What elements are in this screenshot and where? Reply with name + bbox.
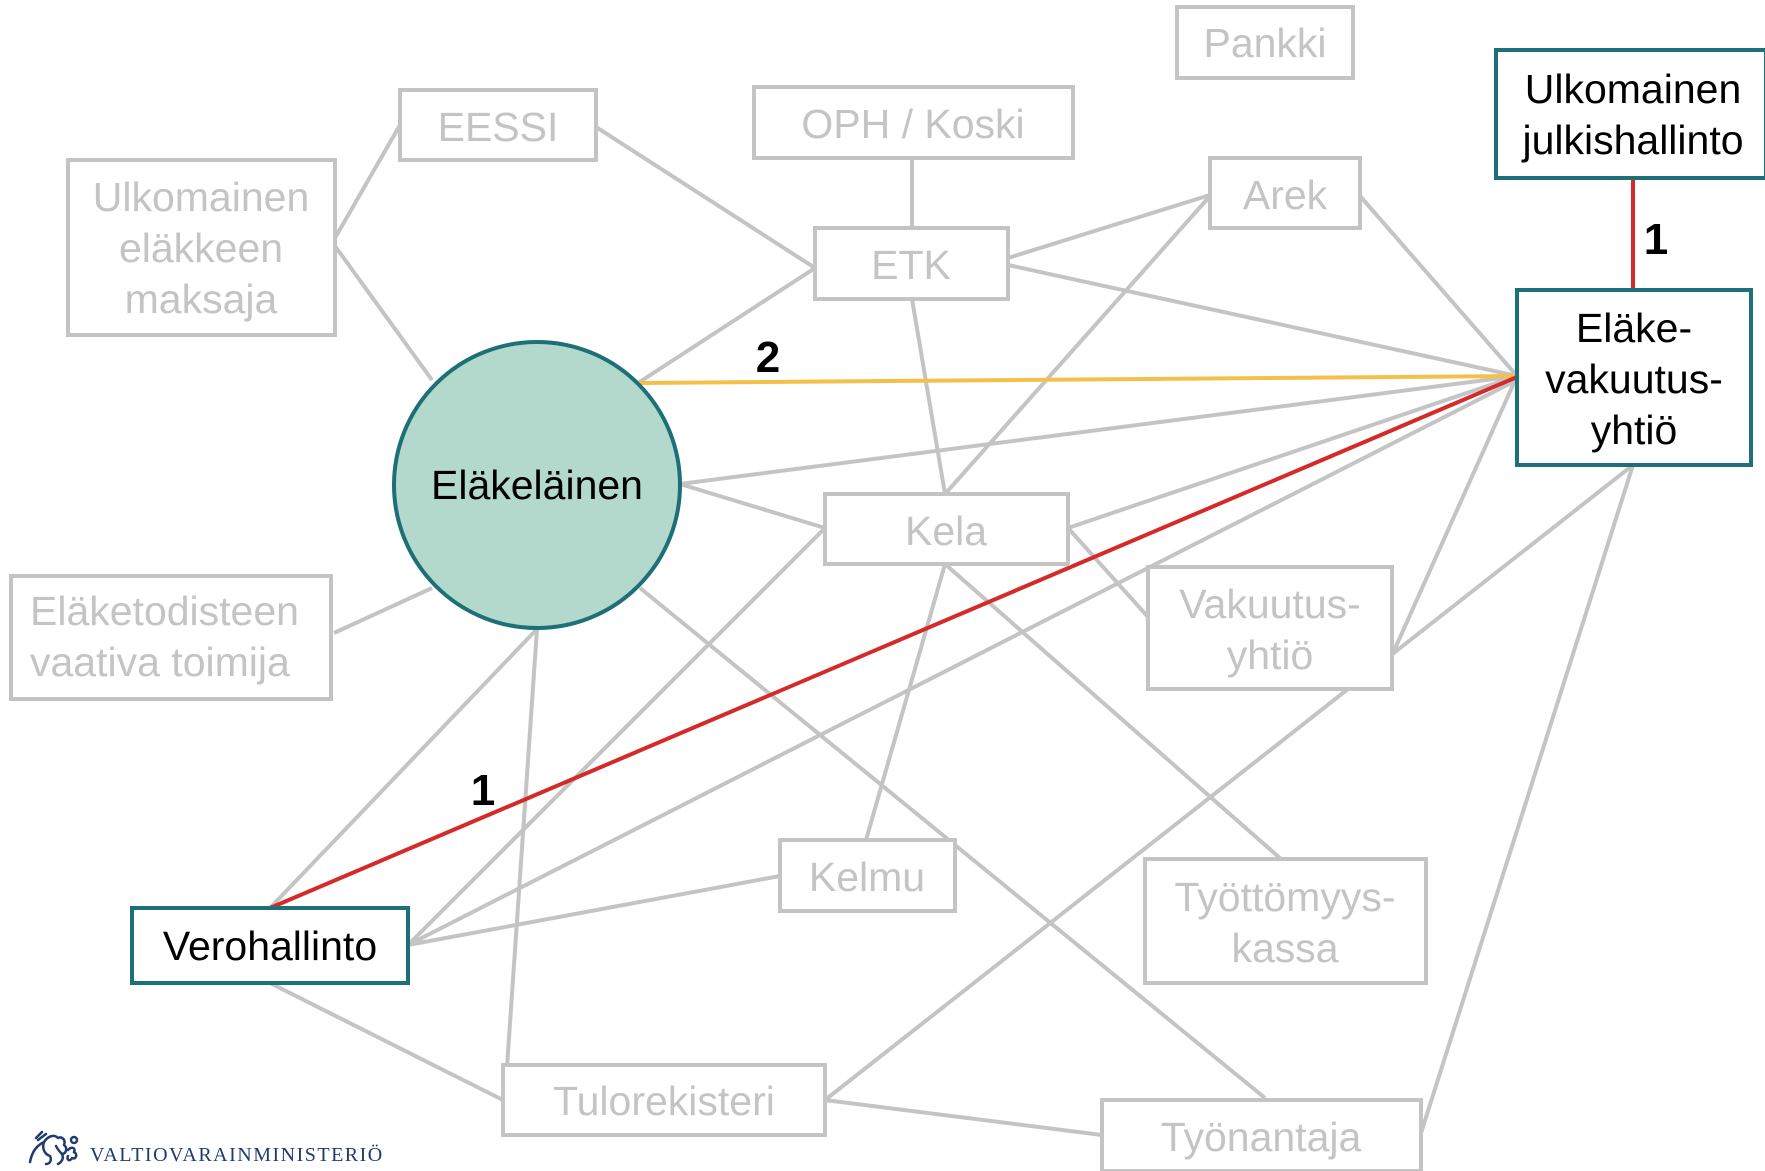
connection-line [1067, 374, 1518, 530]
connection-line [1066, 526, 1150, 619]
node-verohallinto: Verohallinto [130, 906, 410, 985]
connection-line [268, 627, 539, 910]
connection-line [1419, 464, 1635, 1134]
node-label: Verohallinto [163, 923, 377, 969]
connection-line [910, 298, 947, 495]
node-label-line-1: Ulkomainen [93, 174, 310, 220]
connection-line [679, 482, 826, 530]
node-label-line-1: Eläke- [1576, 305, 1692, 351]
node-label-line-2: yhtiö [1227, 632, 1314, 678]
node-label-line-3: maksaja [125, 276, 278, 322]
highlight-line-pensioner-insurer [637, 374, 1518, 385]
node-label-line-1: Ulkomainen [1525, 66, 1742, 112]
connection-line [1007, 263, 1518, 378]
node-label: Arek [1243, 172, 1328, 218]
node-label-line-2: vaativa toimija [30, 639, 290, 685]
node-kela: Kela [823, 492, 1070, 566]
node-label: Kelmu [809, 854, 925, 900]
node-tulorekisteri: Tulorekisteri [501, 1063, 827, 1137]
connection-number-label: 1 [471, 766, 495, 815]
node-label: Kela [905, 508, 987, 554]
node-etk: ETK [813, 226, 1010, 301]
node-label: Työnantaja [1161, 1114, 1362, 1160]
node-pankki: Pankki [1175, 5, 1355, 80]
connection-line [333, 586, 433, 635]
node-label: EESSI [438, 104, 559, 150]
node-label-line-1: Vakuutus- [1179, 581, 1361, 627]
connection-line [1358, 194, 1519, 378]
node-label-line-2: eläkkeen [119, 225, 283, 271]
node-eessi: EESSI [398, 88, 598, 162]
connection-line [864, 563, 947, 841]
node-label: ETK [871, 242, 951, 288]
connection-line [407, 874, 781, 947]
ministry-logo: VALTIOVARAINMINISTERIÖ [22, 1128, 384, 1168]
lion-crest-icon [28, 1130, 79, 1166]
node-tyonantaja: Työnantaja [1100, 1098, 1423, 1171]
connection-line [823, 463, 1635, 1102]
connection-line [943, 562, 1283, 861]
node-oph-koski: OPH / Koski [752, 85, 1075, 160]
connection-line [406, 526, 827, 947]
node-label-line-2: vakuutus- [1545, 356, 1723, 402]
node-label-line-2: kassa [1231, 925, 1338, 971]
ministry-name: VALTIOVARAINMINISTERIÖ [90, 1143, 384, 1166]
connection-line [1387, 375, 1519, 663]
node-label: Tulorekisteri [553, 1078, 775, 1124]
connection-line [333, 124, 402, 239]
connection-line [594, 125, 817, 270]
connection-number-label: 2 [756, 333, 780, 382]
node-vakuutusyhtio: Vakuutus- yhtiö [1146, 565, 1394, 691]
connection-line [1007, 193, 1211, 260]
node-label-line-1: Eläketodisteen [30, 588, 299, 634]
connection-line [407, 378, 1518, 947]
node-label: OPH / Koski [801, 101, 1024, 147]
connection-line [679, 374, 1518, 486]
node-kelmu: Kelmu [778, 838, 957, 913]
node-tyottomyyskassa: Työttömyys- kassa [1143, 857, 1428, 985]
node-label: Eläkeläinen [431, 462, 643, 508]
connection-line [505, 628, 539, 1068]
highlight-line-tax-insurer [269, 375, 1518, 910]
node-label-line-2: julkishallinto [1521, 117, 1743, 163]
node-label: Pankki [1203, 20, 1326, 66]
connection-line [636, 266, 817, 385]
node-arek: Arek [1208, 156, 1362, 230]
node-label-line-3: yhtiö [1591, 407, 1678, 453]
node-ulkomainen-julkishallinto: Ulkomainen julkishallinto [1494, 48, 1765, 180]
node-elakelainen: Eläkeläinen [392, 340, 682, 630]
node-elakevakuutusyhtio: Eläke- vakuutus- yhtiö [1515, 288, 1753, 467]
node-elaketodisteen-vaativa-toimija: Eläketodisteen vaativa toimija [9, 574, 333, 701]
node-ulkomainen-elakkeen-maksaja: Ulkomainen eläkkeen maksaja [66, 158, 337, 337]
connection-line [824, 1098, 1103, 1137]
node-label-line-1: Työttömyys- [1175, 874, 1396, 920]
connection-number-label: 1 [1644, 215, 1668, 264]
connection-line [269, 981, 504, 1102]
connection-line [333, 244, 434, 382]
